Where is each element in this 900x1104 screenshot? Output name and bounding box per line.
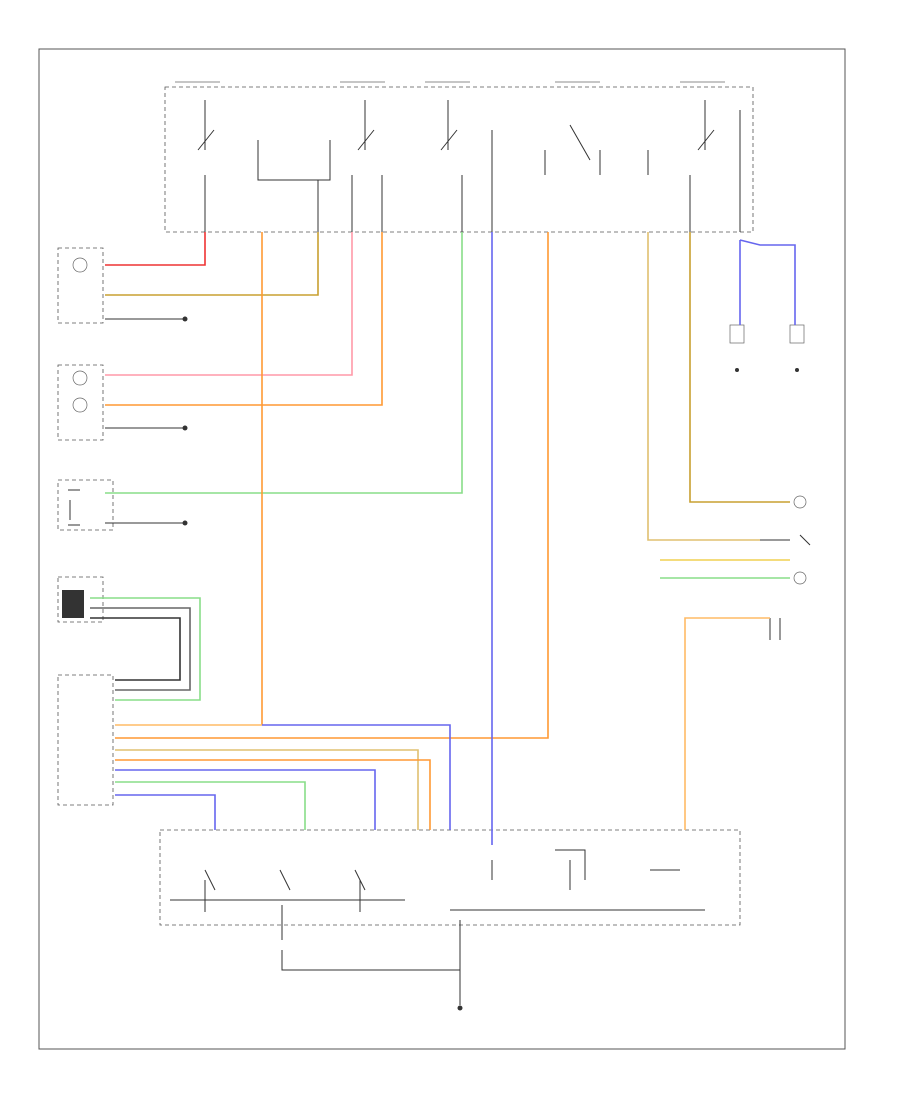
left-headlamp — [57, 247, 104, 324]
headlamp-switch — [159, 829, 741, 940]
wire-orange-dimmer — [684, 617, 770, 830]
auto-light-control-module — [57, 674, 114, 806]
wire-orange-long — [115, 232, 549, 739]
auto-light-sensor — [57, 576, 104, 623]
wire-brown — [105, 232, 319, 296]
right-switches — [760, 495, 811, 640]
wire-blue — [115, 232, 796, 845]
ground-left — [182, 316, 188, 526]
wire-yellow — [660, 559, 790, 579]
fuse-relay-box — [164, 81, 754, 233]
ground-bottom — [281, 920, 463, 1011]
diagram-border — [38, 48, 846, 1050]
wire-orange — [105, 232, 383, 406]
right-headlamp — [57, 364, 104, 441]
wire-pink — [105, 232, 353, 376]
wire-green-lower — [90, 597, 306, 830]
wire-red — [105, 232, 206, 266]
wire-green-indicator — [105, 232, 463, 494]
high-beam-indicator — [57, 479, 114, 531]
wire-tan — [115, 232, 790, 830]
license-lamps — [729, 324, 805, 372]
wire-black-ground-left — [105, 318, 185, 524]
